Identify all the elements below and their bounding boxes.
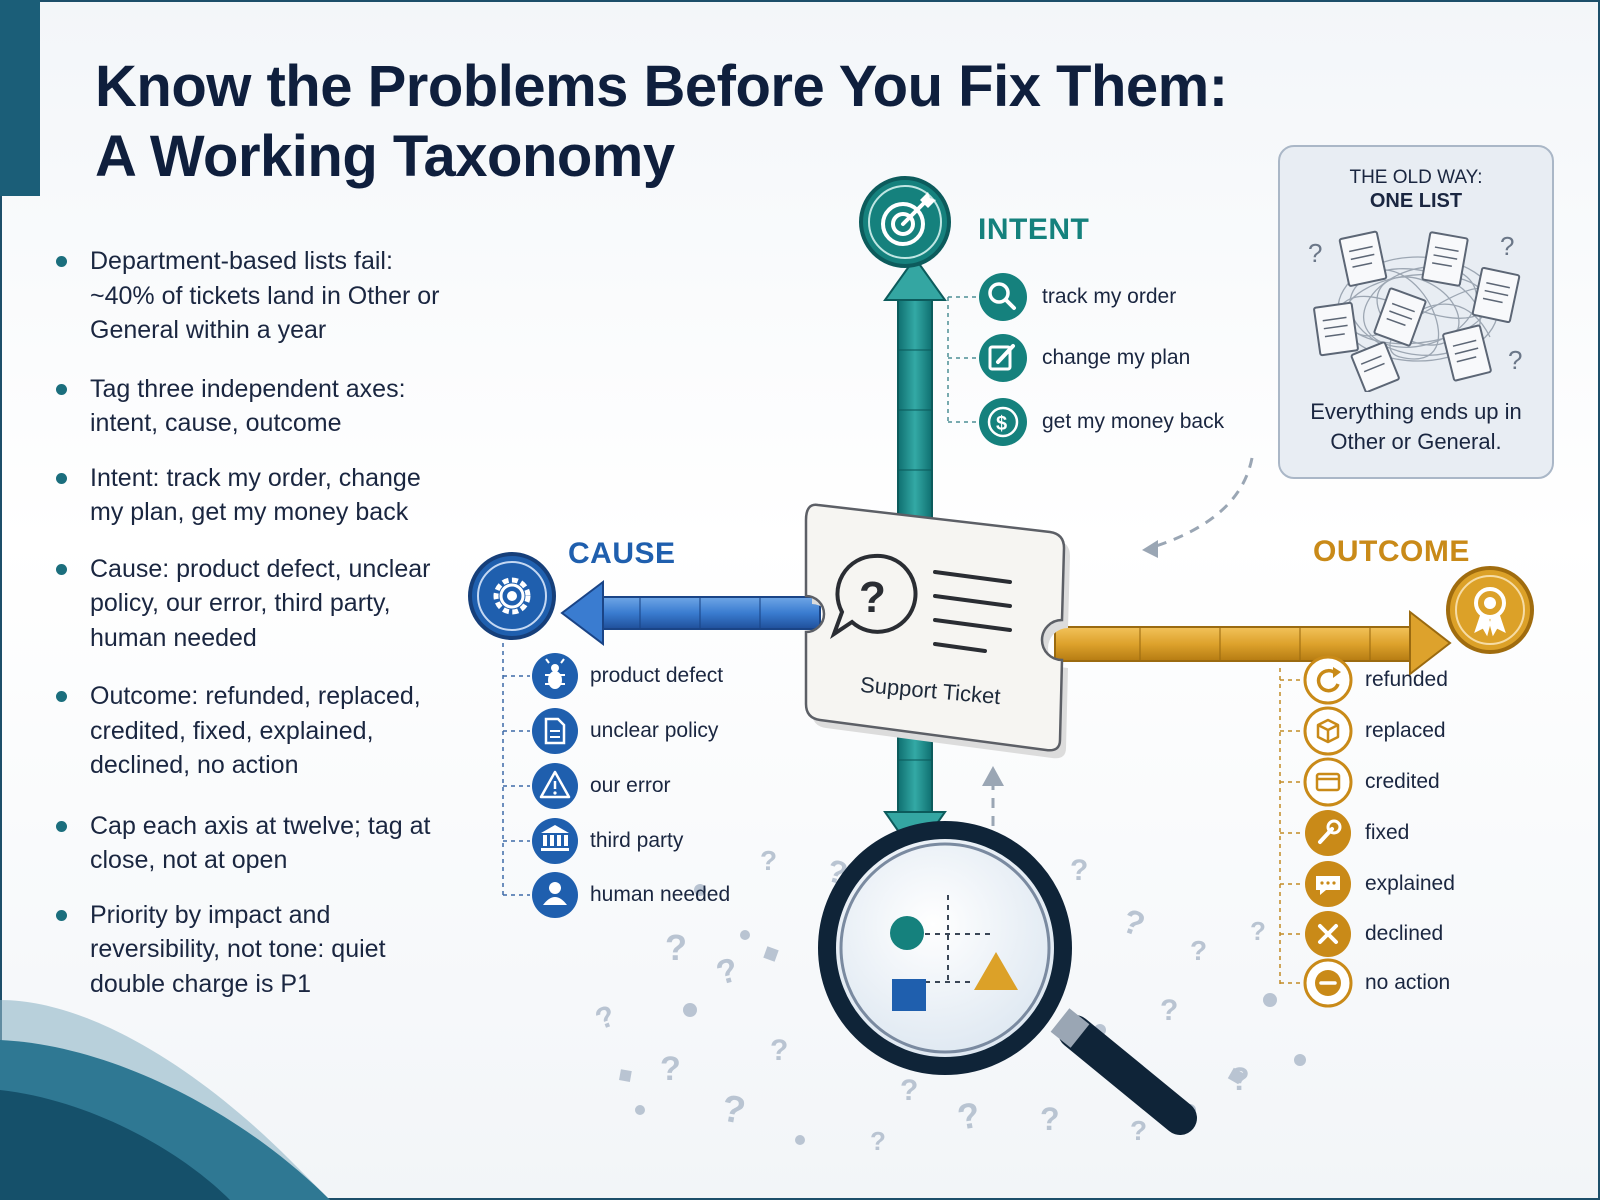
bullet-item: Cause: product defect, unclear policy, o…: [52, 552, 452, 656]
svg-text:?: ?: [859, 573, 886, 622]
old-way-panel: THE OLD WAY: ONE LIST ??? Everything end…: [1278, 145, 1554, 479]
outcome-item-declined: declined: [1365, 922, 1444, 945]
edit-icon: [979, 334, 1027, 382]
dashed-arrow-from-old-way: [1149, 457, 1254, 550]
svg-text:?: ?: [1308, 238, 1322, 268]
cause-item-third-party: third party: [590, 829, 684, 852]
outcome-item-refunded: refunded: [1365, 668, 1448, 691]
outcome-axis-arrow: [1054, 609, 1452, 677]
title-line-2: A Working Taxonomy: [95, 124, 675, 189]
magnifying-glass-icon: [818, 821, 1197, 1135]
outcome-branch-lines: [1279, 668, 1303, 985]
cause-axis-arrow: [560, 579, 821, 647]
svg-text:?: ?: [1500, 231, 1514, 261]
outcome-item-no-action: no action: [1365, 971, 1451, 994]
target-icon: [859, 176, 951, 268]
svg-text:?: ?: [665, 927, 687, 968]
cause-branch-lines: [502, 643, 530, 896]
svg-text:?: ?: [1040, 1101, 1060, 1137]
outcome-item-credited: credited: [1365, 770, 1440, 793]
page-title: Know the Problems Before You Fix Them: A…: [95, 52, 1228, 192]
outcome-item-replaced: replaced: [1365, 719, 1446, 742]
intent-axis-title: INTENT: [978, 213, 1090, 246]
document-icon: [532, 708, 578, 754]
old-way-caption: Everything ends up in Other or General.: [1310, 399, 1522, 454]
bullet-item: Tag three independent axes: intent, caus…: [52, 372, 452, 441]
svg-text:$: $: [996, 413, 1007, 435]
cause-item-human-needed: human needed: [590, 883, 731, 906]
bullet-item: Outcome: refunded, replaced, credited, f…: [52, 679, 452, 783]
intent-branch-lines: [947, 296, 978, 423]
svg-text:?: ?: [954, 1094, 983, 1138]
person-icon: [532, 872, 578, 918]
bug-icon: [532, 653, 578, 699]
svg-text:?: ?: [770, 1034, 788, 1067]
bullet-item: Department-based lists fail: ~40% of tic…: [52, 244, 452, 348]
cause-item-our-error: our error: [590, 774, 671, 797]
intent-item-money-back: get my money back: [1042, 410, 1225, 433]
search-icon: [979, 273, 1027, 321]
svg-text:?: ?: [660, 1050, 681, 1088]
svg-text:?: ?: [712, 951, 742, 993]
cause-axis-title: CAUSE: [568, 537, 676, 570]
svg-text:?: ?: [1508, 345, 1522, 375]
svg-text:?: ?: [718, 1088, 748, 1133]
dollar-icon: $: [979, 398, 1027, 446]
title-line-1: Know the Problems Before You Fix Them:: [95, 54, 1228, 119]
minus-icon: [1303, 958, 1353, 1008]
award-icon: [1446, 566, 1534, 654]
tangled-documents-icon: ???: [1308, 230, 1522, 392]
svg-text:?: ?: [1130, 1115, 1147, 1146]
cause-item-unclear-policy: unclear policy: [590, 719, 719, 742]
svg-text:?: ?: [1117, 902, 1150, 945]
bullet-list: Department-based lists fail: ~40% of tic…: [52, 244, 452, 1001]
cause-square-glyph: [892, 979, 926, 1011]
intent-circle-glyph: [890, 916, 924, 950]
svg-text:?: ?: [900, 1074, 918, 1107]
accent-bar: [0, 0, 40, 196]
gear-icon: [468, 552, 556, 640]
cause-item-product-defect: product defect: [590, 664, 724, 687]
old-way-heading: THE OLD WAY:: [1349, 167, 1483, 188]
wrench-icon: [1305, 810, 1351, 856]
svg-text:?: ?: [1250, 916, 1266, 946]
x-icon: [1305, 911, 1351, 957]
bullet-item: Intent: track my order, change my plan, …: [52, 461, 452, 530]
outcome-item-fixed: fixed: [1365, 821, 1410, 844]
outcome-triangle-glyph: [974, 952, 1018, 990]
card-icon: [1303, 757, 1353, 807]
corner-wave-decoration: [0, 1000, 330, 1200]
intent-item-change-plan: change my plan: [1042, 346, 1191, 369]
svg-text:?: ?: [760, 845, 777, 876]
refresh-icon: [1303, 655, 1353, 705]
box-icon: [1303, 706, 1353, 756]
warning-icon: [532, 763, 578, 809]
svg-text:?: ?: [1190, 935, 1207, 966]
outcome-axis-title: OUTCOME: [1313, 535, 1470, 568]
intent-item-track-order: track my order: [1042, 285, 1177, 308]
bullet-item: Priority by impact and reversibility, no…: [52, 898, 452, 1002]
dashed-arrowhead: [1142, 540, 1158, 558]
svg-text:?: ?: [591, 999, 620, 1036]
bullet-item: Cap each axis at twelve; tag at close, n…: [52, 809, 452, 878]
svg-text:?: ?: [870, 1126, 886, 1156]
chat-icon: [1305, 861, 1351, 907]
svg-text:?: ?: [1160, 994, 1178, 1027]
old-way-subheading: ONE LIST: [1369, 190, 1463, 212]
dashed-arrowhead: [982, 766, 1004, 786]
bank-icon: [532, 818, 578, 864]
outcome-item-explained: explained: [1365, 872, 1455, 895]
svg-text:?: ?: [1070, 854, 1088, 887]
support-ticket-card: ?: [804, 503, 1070, 759]
question-bubble-icon: ?: [830, 553, 918, 640]
